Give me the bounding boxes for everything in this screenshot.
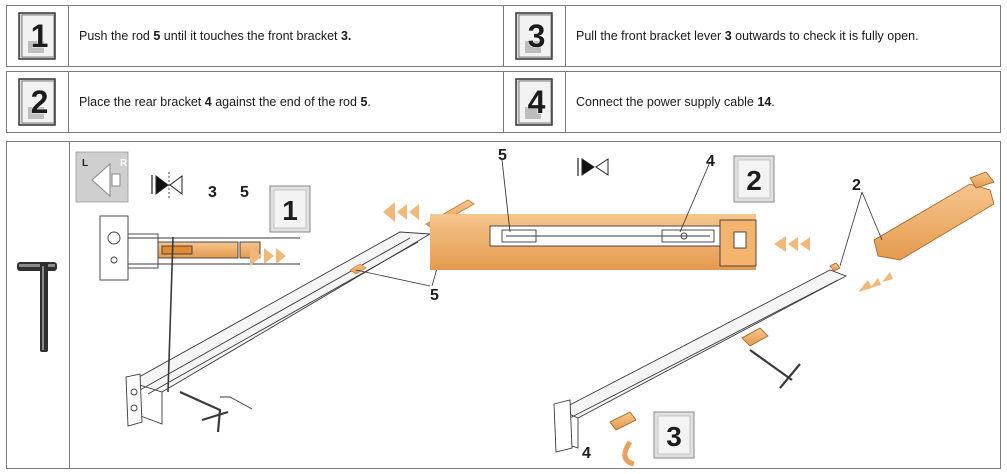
tool-column bbox=[7, 142, 70, 468]
instruction-steps-table: 1 Push the rod 5 until it touches the fr… bbox=[6, 5, 1001, 133]
label-3: 3 bbox=[208, 184, 217, 201]
left-right-orientation-icon: L R bbox=[75, 151, 129, 203]
direction-mark-icon bbox=[577, 158, 609, 176]
push-arrow-icon bbox=[250, 202, 419, 266]
step-3-badge: 3 bbox=[504, 6, 566, 66]
step-3: 3 Pull the front bracket lever 3 outward… bbox=[504, 5, 1001, 67]
manual-book-icon: 1 bbox=[16, 11, 60, 61]
step-3-text: Pull the front bracket lever 3 outwards … bbox=[576, 29, 919, 43]
svg-text:2: 2 bbox=[746, 165, 762, 196]
direction-mark-icon bbox=[151, 172, 183, 198]
step-1-text: Push the rod 5 until it touches the fron… bbox=[79, 29, 352, 43]
svg-text:L: L bbox=[82, 158, 88, 169]
label-2: 2 bbox=[852, 177, 861, 194]
step-badge-1-icon: 1 bbox=[269, 185, 311, 233]
step-1-number: 1 bbox=[30, 18, 49, 55]
svg-text:3: 3 bbox=[666, 421, 682, 452]
hex-key-icon bbox=[17, 262, 57, 352]
step-4: 4 Connect the power supply cable 14. bbox=[504, 71, 1001, 133]
svg-text:R: R bbox=[120, 158, 128, 169]
step-2-badge: 2 bbox=[7, 72, 69, 132]
label-5: 5 bbox=[498, 147, 507, 164]
installation-drawing: L R bbox=[75, 147, 995, 467]
svg-text:1: 1 bbox=[282, 195, 298, 226]
label-5: 5 bbox=[430, 287, 439, 304]
step-1: 1 Push the rod 5 until it touches the fr… bbox=[6, 5, 504, 67]
manual-book-icon: 2 bbox=[16, 77, 60, 127]
step-4-text: Connect the power supply cable 14. bbox=[576, 95, 775, 109]
step-badge-3-icon: 3 bbox=[653, 411, 695, 459]
label-4: 4 bbox=[706, 153, 715, 170]
figure-3-brackets bbox=[609, 171, 995, 431]
step-2-number: 2 bbox=[30, 84, 49, 121]
manual-book-icon: 4 bbox=[513, 77, 557, 127]
manual-book-icon: 3 bbox=[513, 11, 557, 61]
step-2: 2 Place the rear bracket 4 against the e… bbox=[6, 71, 504, 133]
figure-2-rod-detail bbox=[430, 159, 757, 270]
step-4-number: 4 bbox=[527, 84, 546, 121]
step-2-text: Place the rear bracket 4 against the end… bbox=[79, 95, 371, 109]
label-5: 5 bbox=[240, 184, 249, 201]
push-arrow-icon bbox=[622, 272, 893, 467]
assembly-illustration: L R bbox=[6, 141, 1001, 469]
push-arrow-icon bbox=[774, 236, 810, 252]
step-badge-2-icon: 2 bbox=[733, 155, 775, 203]
step-3-number: 3 bbox=[527, 18, 546, 55]
step-1-badge: 1 bbox=[7, 6, 69, 66]
step-4-badge: 4 bbox=[504, 72, 566, 132]
figure-1-front-bracket bbox=[99, 215, 300, 393]
figure-3-rail bbox=[553, 269, 848, 453]
label-4: 4 bbox=[582, 445, 591, 462]
